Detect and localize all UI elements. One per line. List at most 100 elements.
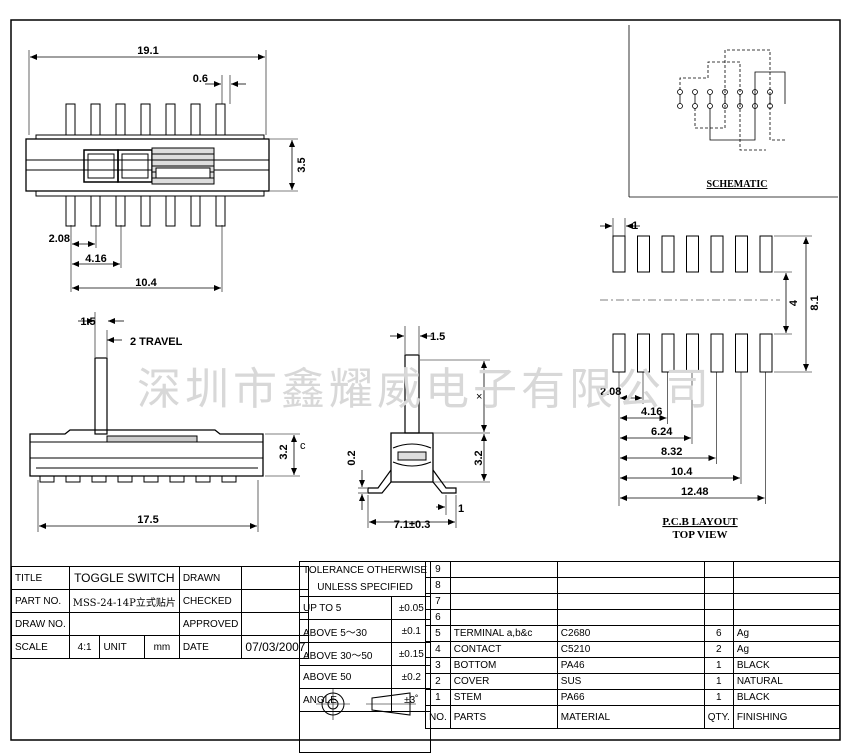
top-view	[25, 50, 298, 292]
part-name	[449, 593, 558, 610]
dim-side-height: 3.2	[278, 444, 290, 459]
bottom-pin	[90, 195, 101, 227]
dim-x-mark: ×	[476, 391, 482, 403]
bottom-pin	[140, 195, 151, 227]
part-finishing: NATURAL	[732, 673, 841, 690]
pcb-pad-top	[612, 235, 626, 273]
top-pin	[90, 103, 101, 136]
schematic-terminal	[692, 89, 698, 95]
unit-value: mm	[144, 635, 180, 659]
part-qty	[703, 561, 734, 578]
projection-cell	[298, 711, 432, 753]
part-material: SUS	[556, 673, 705, 690]
part-qty: 1	[703, 673, 734, 690]
dim-actuator: 1.5	[80, 316, 95, 328]
top-pin	[215, 103, 226, 136]
pcb-offset-label: 8.32	[661, 446, 682, 458]
side-pin	[65, 475, 81, 483]
pcb-offset-label: 12.48	[681, 486, 709, 498]
part-name: TERMINAL a,b&c	[449, 625, 558, 642]
dim-travel: 2 TRAVEL	[130, 336, 183, 348]
part-no: 8	[425, 577, 451, 594]
parts-row: 6	[425, 609, 841, 626]
part-qty: 1	[703, 689, 734, 706]
part-name	[449, 561, 558, 578]
drawno-value	[68, 612, 180, 636]
part-finishing: BLACK	[732, 657, 841, 674]
top-pin	[115, 103, 126, 136]
watermark: 深圳市鑫耀威电子有限公司	[137, 364, 713, 415]
part-no: 6	[425, 609, 451, 626]
pcb-pad-top	[686, 235, 699, 273]
pcb-pad-top	[759, 235, 773, 273]
end-view	[358, 326, 490, 528]
scale-label: SCALE	[11, 635, 70, 659]
scale-value: 4:1	[68, 635, 101, 659]
pcb-offset-label: 2.08	[600, 386, 621, 398]
approved-label: APPROVED	[178, 612, 243, 636]
parts-header-finishing: FINISHING	[732, 705, 841, 729]
pcb-offset-label: 4.16	[641, 406, 662, 418]
part-material	[556, 593, 705, 610]
schematic-terminal	[677, 103, 683, 109]
parts-row: 8	[425, 577, 841, 594]
parts-header-qty: QTY.	[703, 705, 734, 729]
side-pin	[169, 475, 185, 483]
dim-height: 3.5	[296, 157, 308, 172]
pcb-pad-bottom	[735, 333, 748, 373]
part-material: PA66	[556, 689, 705, 706]
part-material: C2680	[556, 625, 705, 642]
pcb-row-gap-dim: 4	[788, 299, 800, 306]
checked-value	[241, 589, 310, 613]
tolerance-row: ANGLE±3˚	[298, 688, 432, 712]
part-finishing: Ag	[732, 641, 841, 658]
pcb-pad-bottom	[661, 333, 675, 373]
pcb-label: P.C.B LAYOUT	[662, 516, 738, 528]
dim-pin-width: 0.6	[193, 73, 208, 85]
part-name	[449, 609, 558, 626]
part-no: 7	[425, 593, 451, 610]
pcb-pad-bottom	[710, 333, 724, 373]
pcb-pad-bottom	[759, 333, 773, 373]
bottom-pin	[65, 195, 76, 227]
dim-span: 10.4	[135, 277, 157, 289]
drawn-label: DRAWN	[178, 566, 243, 590]
dim-end-height: 3.2	[473, 450, 485, 465]
part-material	[556, 577, 705, 594]
part-name: BOTTOM	[449, 657, 558, 674]
top-pin	[140, 103, 151, 136]
tolerance-row: ABOVE 50±0.2	[298, 665, 432, 689]
tolerance-range: ABOVE 30～50	[298, 642, 393, 666]
pcb-pad-bottom	[686, 333, 699, 373]
part-finishing: BLACK	[732, 689, 841, 706]
part-finishing: Ag	[732, 625, 841, 642]
drawno-label: DRAW NO.	[11, 612, 70, 636]
pcb-layout	[600, 218, 812, 506]
side-pin	[143, 475, 159, 483]
pcb-pad-top	[661, 235, 675, 273]
part-finishing	[732, 609, 841, 626]
parts-header-no: NO.	[425, 705, 451, 729]
schematic	[628, 25, 838, 198]
part-material	[556, 609, 705, 626]
side-pin	[195, 475, 211, 483]
pcb-pad-top	[735, 235, 748, 273]
top-pin	[65, 103, 76, 136]
pcb-sublabel: TOP VIEW	[673, 529, 728, 541]
part-no: 4	[425, 641, 451, 658]
schematic-terminal	[707, 103, 713, 109]
side-pin	[221, 475, 237, 483]
tolerance-block: TOLERANCE OTHERWISE UNLESS SPECIFIED UP …	[298, 561, 432, 753]
schematic-label: SCHEMATIC	[707, 179, 768, 190]
pcb-pad-top	[637, 235, 650, 273]
part-qty	[703, 577, 734, 594]
part-material: C5210	[556, 641, 705, 658]
dim-c-mark: c	[300, 440, 306, 452]
parts-header-material: MATERIAL	[556, 705, 705, 729]
